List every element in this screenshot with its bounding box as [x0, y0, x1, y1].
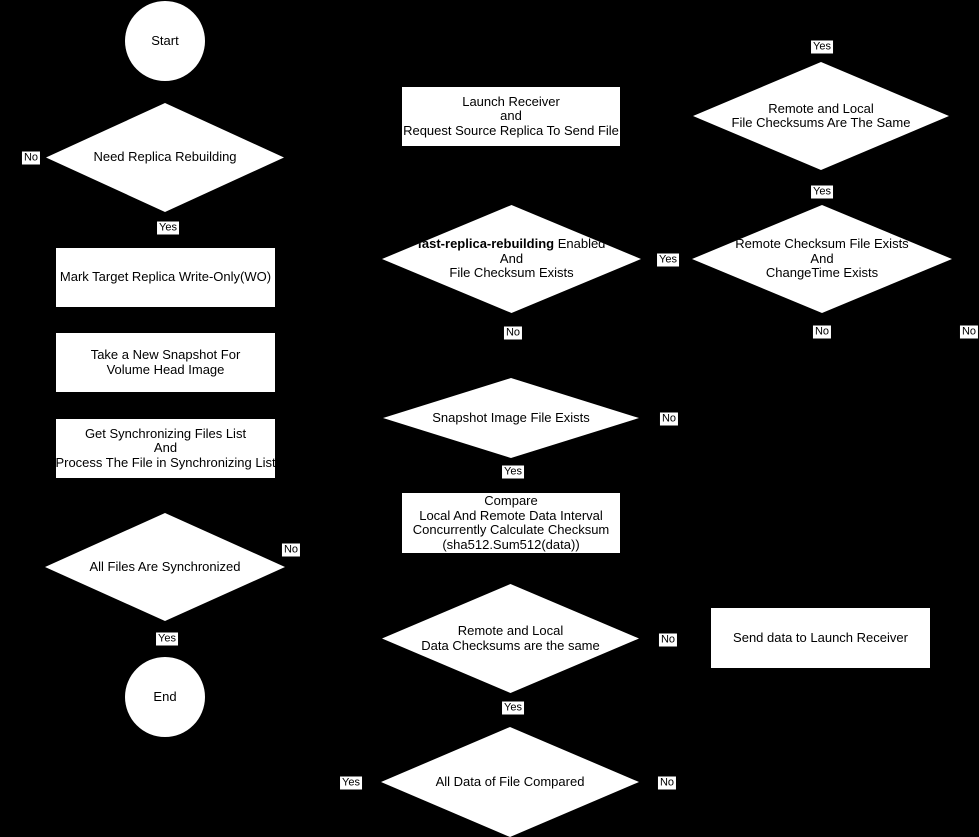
edge-label-no-data-checksums: No — [658, 633, 678, 647]
process-mark-target-replica: Mark Target Replica Write-Only(WO) — [56, 248, 275, 307]
edge-label-no-all-data-compared: No — [657, 776, 677, 790]
decision-snapshot-image-exists: Snapshot Image File Exists — [383, 378, 639, 458]
get-sync-files-line-1: Get Synchronizing Files List — [84, 425, 247, 441]
remote-checksum-line-3: ChangeTime Exists — [765, 265, 879, 281]
decision-snapshot-image-exists-label: Snapshot Image File Exists — [432, 409, 590, 425]
edge-label-yes-need-replica: Yes — [157, 221, 179, 235]
process-send-data-launch-receiver: Send data to Launch Receiver — [711, 608, 930, 668]
take-new-snapshot-line-2: Volume Head Image — [106, 361, 225, 377]
edge-label-no-snapshot-image: No — [659, 412, 679, 426]
remote-checksum-line-2: And — [810, 250, 834, 266]
fast-replica-line-3: File Checksum Exists — [449, 265, 574, 281]
end-node: End — [125, 657, 205, 737]
fast-replica-keyword: fast-replica-rebuilding — [417, 236, 555, 252]
process-mark-target-replica-label: Mark Target Replica Write-Only(WO) — [59, 269, 272, 285]
decision-all-data-compared: All Data of File Compared — [381, 727, 639, 837]
fast-replica-enabled-text: Enabled — [554, 236, 606, 252]
data-checksums-line-2: Data Checksums are the same — [421, 637, 600, 653]
edge-label-yes-snapshot-image: Yes — [502, 465, 524, 479]
decision-remote-checksum-changetime: Remote Checksum File Exists And ChangeTi… — [692, 205, 952, 313]
compare-checksum-line-1: Compare — [484, 493, 538, 508]
compare-checksum-line-4: (sha512.Sum512(data)) — [442, 536, 580, 552]
get-sync-files-line-3: Process The File in Synchronizing List — [55, 454, 276, 470]
remote-checksum-line-1: Remote Checksum File Exists — [735, 236, 909, 252]
decision-fast-replica-rebuilding: fast-replica-rebuilding Enabled And File… — [382, 205, 641, 313]
edge-label-yes-data-checksums: Yes — [502, 701, 524, 715]
process-take-new-snapshot: Take a New Snapshot For Volume Head Imag… — [56, 333, 275, 392]
get-sync-files-line-2: And — [153, 440, 178, 456]
launch-receiver-line-3: Request Source Replica To Send File — [403, 122, 619, 138]
edge-label-yes-all-files: Yes — [156, 632, 178, 646]
decision-need-replica-rebuilding-label: Need Replica Rebuilding — [93, 149, 237, 165]
edge-label-yes-file-checksums-bottom: Yes — [811, 185, 833, 199]
edge-label-yes-all-data-compared: Yes — [340, 776, 362, 790]
fast-replica-line-1: fast-replica-rebuilding Enabled — [418, 237, 606, 252]
decision-remote-local-file-checksums: Remote and Local File Checksums Are The … — [693, 62, 949, 170]
edge-label-no-all-files: No — [281, 543, 301, 557]
launch-receiver-line-2: and — [500, 108, 522, 124]
take-new-snapshot-line-1: Take a New Snapshot For — [90, 347, 241, 362]
file-checksums-line-2: File Checksums Are The Same — [731, 115, 911, 130]
decision-all-files-synchronized-label: All Files Are Synchronized — [89, 558, 241, 574]
edge-label-no-far-right: No — [959, 325, 979, 339]
process-compare-checksum: Compare Local And Remote Data Interval C… — [402, 493, 620, 553]
compare-checksum-line-2: Local And Remote Data Interval — [419, 507, 603, 523]
decision-remote-local-data-checksums: Remote and Local Data Checksums are the … — [382, 584, 639, 693]
fast-replica-line-2: And — [499, 250, 524, 266]
decision-need-replica-rebuilding: Need Replica Rebuilding — [46, 103, 284, 212]
compare-checksum-line-3: Concurrently Calculate Checksum — [412, 522, 610, 537]
edge-label-yes-file-checksums-top: Yes — [811, 40, 833, 54]
edge-label-no-need-replica: No — [21, 151, 41, 165]
decision-all-data-compared-label: All Data of File Compared — [435, 773, 585, 789]
decision-all-files-synchronized: All Files Are Synchronized — [45, 513, 285, 621]
edge-label-no-fast-replica: No — [503, 326, 523, 340]
end-label: End — [153, 688, 177, 704]
launch-receiver-line-1: Launch Receiver — [462, 93, 560, 109]
process-send-data-label: Send data to Launch Receiver — [733, 629, 908, 645]
edge-label-no-remote-checksum: No — [812, 325, 832, 339]
start-node: Start — [125, 1, 205, 81]
data-checksums-line-1: Remote and Local — [457, 623, 564, 638]
process-get-sync-files: Get Synchronizing Files List And Process… — [55, 419, 276, 478]
edge-label-yes-fast-replica: Yes — [657, 253, 679, 267]
process-launch-receiver: Launch Receiver and Request Source Repli… — [402, 87, 620, 146]
start-label: Start — [151, 32, 179, 48]
file-checksums-line-1: Remote and Local — [768, 100, 874, 116]
